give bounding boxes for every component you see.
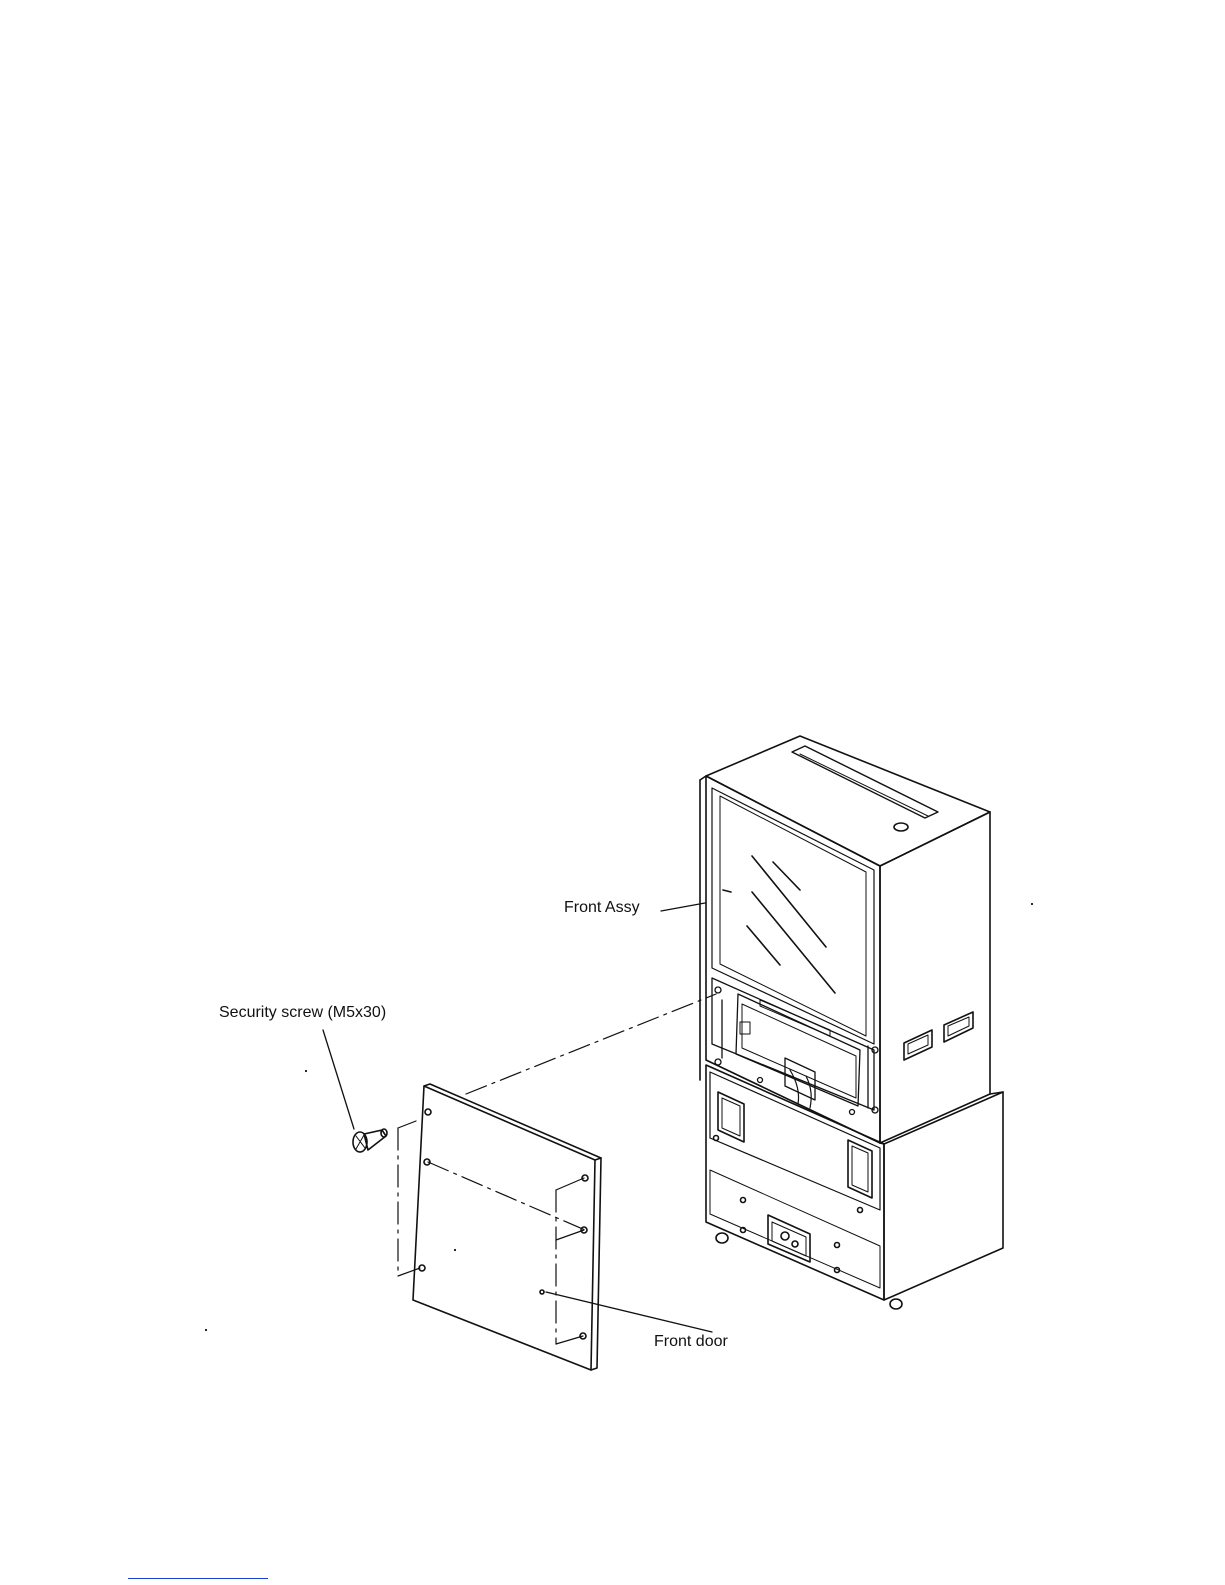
front-door-callout: Front door xyxy=(654,1333,728,1351)
leader-lines xyxy=(323,903,712,1332)
scan-specks xyxy=(205,903,1032,1330)
service-opening xyxy=(712,978,878,1115)
front-door-panel xyxy=(413,1084,601,1370)
security-screw xyxy=(353,1129,387,1152)
front-assy-callout: Front Assy xyxy=(564,899,640,917)
footer-rule xyxy=(128,1578,268,1579)
security-screw-callout: Security screw (M5x30) xyxy=(219,1004,386,1022)
assembly-guide-lines xyxy=(398,994,716,1344)
